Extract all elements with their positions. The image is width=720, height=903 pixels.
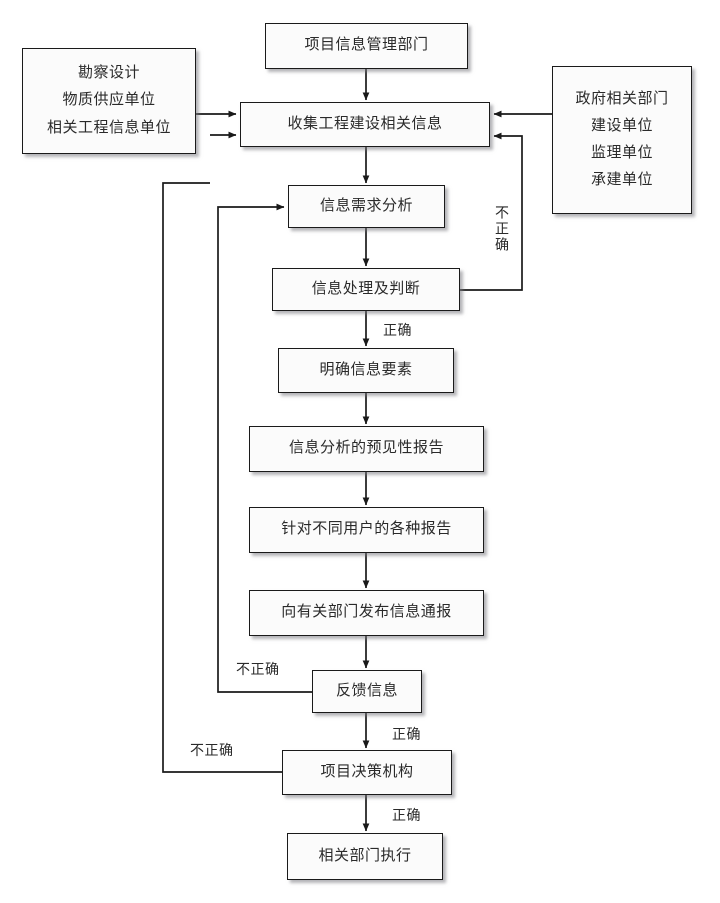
node-forecast-report[interactable]: 信息分析的预见性报告 <box>249 426 484 472</box>
node-line: 明确信息要素 <box>319 361 413 378</box>
node-line: 勘察设计 <box>77 65 140 82</box>
node-info-mgmt-dept[interactable]: 项目信息管理部门 <box>265 23 468 69</box>
node-line: 承建单位 <box>590 172 653 189</box>
node-demand-analysis[interactable]: 信息需求分析 <box>288 185 445 228</box>
edge-decision-incorrect-loop <box>162 182 282 773</box>
node-user-reports[interactable]: 针对不同用户的各种报告 <box>249 507 484 553</box>
node-decision-body[interactable]: 项目决策机构 <box>282 750 452 795</box>
node-line: 信息处理及判断 <box>311 280 421 297</box>
node-line: 相关工程信息单位 <box>46 119 171 136</box>
node-process-judge[interactable]: 信息处理及判断 <box>272 268 460 311</box>
node-collect-info[interactable]: 收集工程建设相关信息 <box>240 102 490 147</box>
node-sources-left[interactable]: 勘察设计 物质供应单位 相关工程信息单位 <box>22 48 196 154</box>
edge-label-correct-feedback: 正确 <box>392 728 421 743</box>
node-line: 相关部门执行 <box>318 847 412 864</box>
edge-label-correct-process: 正确 <box>383 324 412 339</box>
edge-label-incorrect-decision: 不正确 <box>190 744 234 759</box>
node-sources-right[interactable]: 政府相关部门 建设单位 监理单位 承建单位 <box>552 66 692 214</box>
node-line: 针对不同用户的各种报告 <box>281 521 452 538</box>
node-feedback-info[interactable]: 反馈信息 <box>312 670 422 713</box>
node-line: 政府相关部门 <box>575 90 669 107</box>
node-line: 监理单位 <box>590 145 653 161</box>
node-line: 收集工程建设相关信息 <box>287 115 443 132</box>
edge-label-correct-decision: 正确 <box>392 809 421 824</box>
edge-label-incorrect-process: 不正确 <box>493 205 508 253</box>
edge-label-incorrect-feedback: 不正确 <box>236 663 280 678</box>
node-line: 项目信息管理部门 <box>304 37 429 54</box>
node-line: 项目决策机构 <box>320 763 414 780</box>
edge-process-incorrect-to-collect <box>460 132 523 291</box>
node-line: 信息需求分析 <box>319 197 413 214</box>
node-publish-bulletin[interactable]: 向有关部门发布信息通报 <box>249 590 484 636</box>
node-clarify-elements[interactable]: 明确信息要素 <box>278 348 454 393</box>
node-line: 建设单位 <box>590 117 653 134</box>
node-line: 物质供应单位 <box>62 92 156 109</box>
node-line: 向有关部门发布信息通报 <box>281 604 452 621</box>
node-dept-execute[interactable]: 相关部门执行 <box>287 833 443 880</box>
node-line: 信息分析的预见性报告 <box>288 440 444 457</box>
node-line: 反馈信息 <box>335 682 398 699</box>
